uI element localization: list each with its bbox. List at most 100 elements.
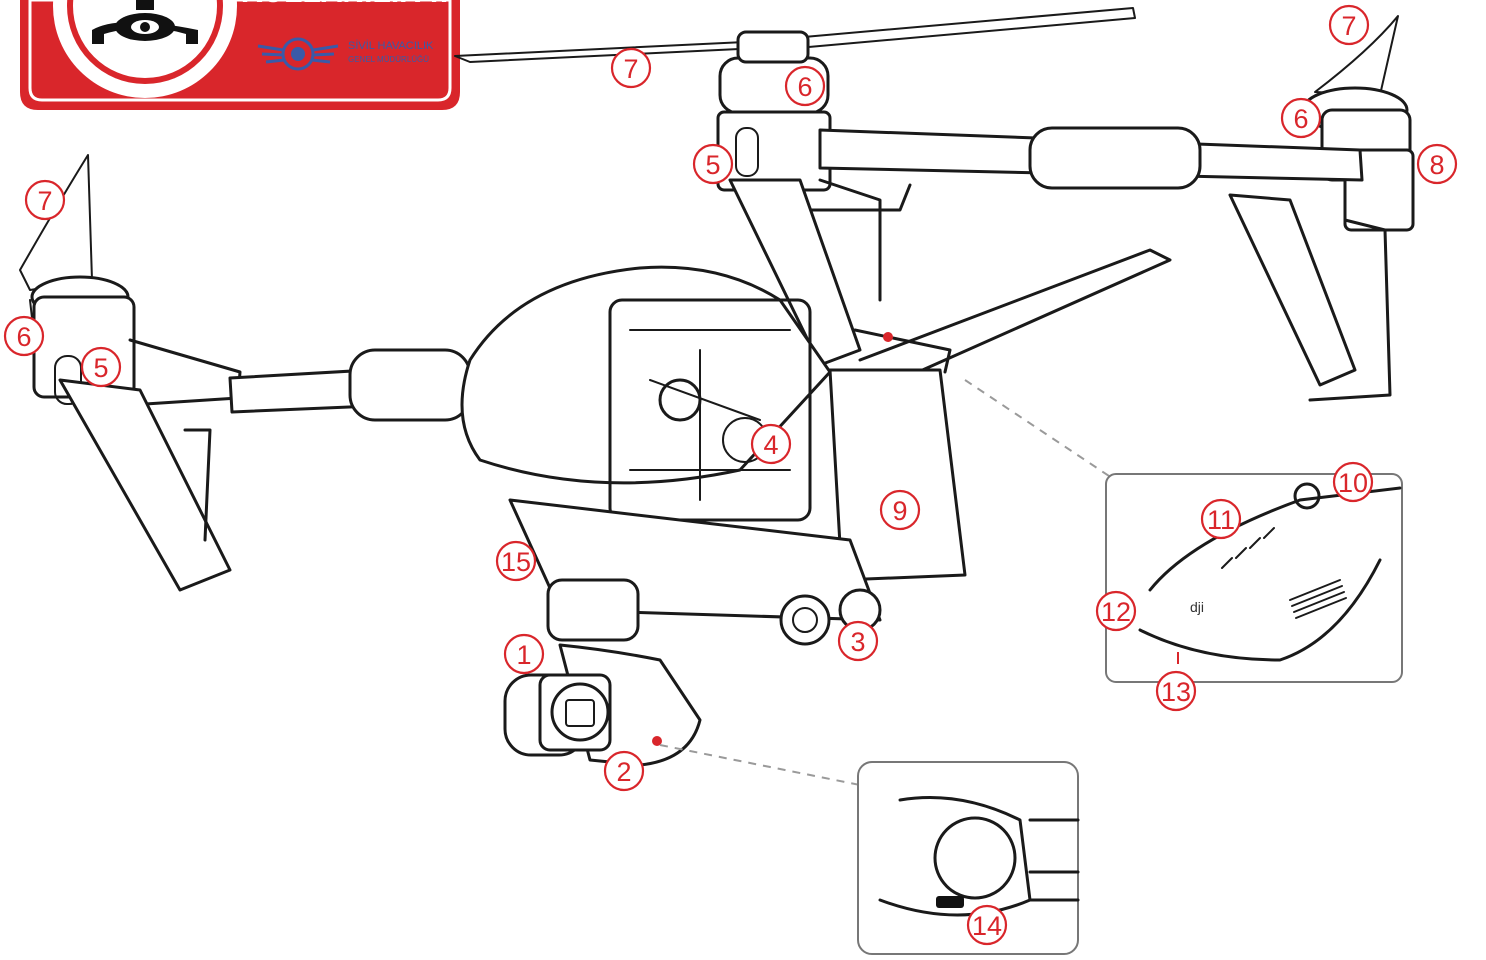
battery-indicator-dot [883,332,893,342]
shgm-wings-emblem-icon [257,37,339,71]
propeller-top-left-blade [454,41,761,63]
callout-c9: 9 [879,489,921,531]
sign-border [28,0,452,102]
callout-ring [1155,670,1197,712]
callout-c7c: 7 [24,179,66,221]
callout-ring [3,315,45,357]
propeller-right-blade [1314,15,1399,96]
callout-ring [1416,143,1458,185]
callout-number: 6 [16,322,31,352]
callout-ring [879,489,921,531]
arm-left-sleeve [348,348,472,422]
callout-number: 5 [93,353,108,383]
callout-number: 2 [616,757,631,787]
battery [828,368,967,582]
callout-number: 3 [850,627,865,657]
leg-right-frame [1308,218,1392,402]
callout-c7b: 7 [1328,4,1370,46]
battery-vent-grille [1289,579,1347,619]
callout-c5b: 5 [80,346,122,388]
leader-line-gimbal [659,744,861,786]
callout-ring [966,904,1008,946]
callout-number: 1 [516,640,531,670]
callout-ring [24,179,66,221]
vision-sensor-left [779,594,831,646]
callout-c4: 4 [750,423,792,465]
callout-ring [495,540,537,582]
leg-left [58,378,232,592]
callout-ring [1332,461,1374,503]
callout-number: 8 [1429,150,1444,180]
callout-c7a: 7 [610,47,652,89]
sign-authority-line2: GENEL MÜDÜRLÜĞÜ [348,55,429,64]
callout-ring [503,633,545,675]
callout-number: 14 [972,911,1002,941]
callout-c5a: 5 [692,143,734,185]
leg-left-strut [183,428,212,542]
callout-c6a: 6 [784,65,826,107]
callout-c15: 15 [495,540,537,582]
battery-detail-inset: dji [1105,473,1403,683]
callout-number: 6 [1293,104,1308,134]
callout-c11: 11 [1200,498,1242,540]
callout-ring [750,423,792,465]
callout-ring [80,346,122,388]
leg-center [728,178,862,367]
callout-number: 6 [797,72,812,102]
callout-ring [1280,97,1322,139]
sign-authority-line1: SİVİL HAVACILIK [348,39,434,52]
cross-bar [858,248,1172,382]
battery-inset-bottom [1138,558,1382,662]
gimbal-detail-inset [857,761,1080,955]
battery-power-button [1293,482,1321,510]
callout-number: 10 [1338,468,1368,498]
leader-line-battery [964,379,1116,481]
callout-c1: 1 [503,633,545,675]
propeller-left-blade [19,154,93,291]
callout-c14: 14 [966,904,1008,946]
callout-c2: 2 [603,750,645,792]
callout-ring [610,47,652,89]
callout-number: 15 [501,547,531,577]
gimbal-camera [503,578,702,767]
callout-ring [692,143,734,185]
arm-right-sleeve [1028,126,1202,190]
callout-number: 11 [1207,505,1235,535]
callout-c8: 8 [1416,143,1458,185]
callout-c12: 12 [1095,590,1137,632]
callout-ring [603,750,645,792]
propeller-top-right-blade [769,7,1136,51]
callout-ring [1328,4,1370,46]
callout-ring [1095,590,1137,632]
callout-c13: 13 [1155,670,1197,712]
callout-c10: 10 [1332,461,1374,503]
drone-camera-icon [92,0,198,44]
callout-number: 5 [705,150,720,180]
micro-usb-port [936,896,964,908]
gimbal-port-dot [652,736,662,746]
dji-logo-icon: dji [1190,599,1204,615]
warning-sign: KULLANILIR !! SİVİL HAVACILIK GENEL MÜDÜ… [20,0,460,110]
callout-number: 13 [1161,677,1191,707]
callout-number: 4 [763,430,778,460]
leg-right [1228,193,1357,387]
callout-number: 7 [1341,11,1356,41]
battery-level-leds [1221,527,1275,569]
sign-text: KULLANILIR !! [241,0,449,9]
callout-ring [784,65,826,107]
gimbal-inset-bracket [1028,818,1080,902]
callout-c3: 3 [837,620,879,662]
gimbal-inset-frame [857,761,1079,955]
battery-inset-edge [1148,486,1402,592]
gimbal-inset-lens-ring [933,816,1017,900]
callout-ring [1200,498,1242,540]
callout-ring [837,620,879,662]
callout-number: 7 [37,186,52,216]
callout-c6b: 6 [1280,97,1322,139]
callout-number: 9 [892,496,907,526]
callout-number: 7 [623,54,638,84]
callout-c6c: 6 [3,315,45,357]
battery-inset-frame [1105,473,1403,683]
